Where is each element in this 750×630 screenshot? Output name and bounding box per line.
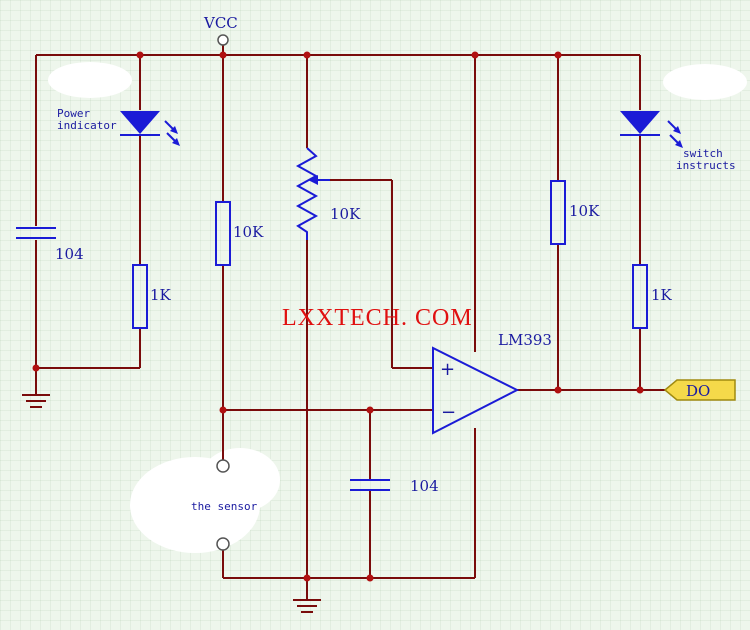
- lm393-comparator: [432, 346, 520, 435]
- power-led: [120, 111, 180, 146]
- sensor-terminal-top: [216, 459, 230, 473]
- power-indicator-label-line2: indicator: [57, 119, 117, 132]
- cap-bottom-label: 104: [410, 477, 439, 495]
- res-pullup-right-label: 10K: [569, 202, 600, 220]
- switch-led: [620, 111, 683, 148]
- ground-left: [22, 372, 50, 408]
- sensor-label: the sensor: [191, 500, 258, 513]
- resistor-pullup-left: [215, 201, 231, 266]
- do-output-tag: [663, 379, 736, 401]
- res-pullup-left-label: 10K: [233, 223, 264, 241]
- do-output-label: DO: [686, 382, 710, 400]
- capacitor-bottom: [350, 479, 390, 491]
- wires: [35, 45, 665, 595]
- resistor-led-left: [132, 264, 148, 329]
- minus-input-label: −: [441, 402, 456, 423]
- sensor-terminal-bottom: [216, 537, 230, 551]
- vcc-label: VCC: [203, 14, 238, 32]
- vcc-terminal: [217, 34, 229, 46]
- resistor-pullup-right: [550, 180, 566, 245]
- resistor-led-right: [632, 264, 648, 329]
- potentiometer: [295, 147, 330, 240]
- capacitor-left: [16, 227, 56, 239]
- plus-input-label: +: [440, 359, 455, 380]
- switch-label-line2: instructs: [676, 159, 736, 172]
- watermark: LXXTECH. COM: [282, 305, 473, 331]
- ground-bottom: [293, 595, 321, 613]
- pot-label: 10K: [330, 205, 361, 223]
- switch-label-line1: switch: [683, 147, 723, 160]
- chip-label: LM393: [498, 331, 552, 349]
- res-led-left-label: 1K: [150, 286, 172, 304]
- res-led-right-label: 1K: [651, 286, 673, 304]
- power-indicator-label-line1: Power: [57, 107, 90, 120]
- cap-left-label: 104: [55, 245, 84, 263]
- junctions: [32, 51, 644, 582]
